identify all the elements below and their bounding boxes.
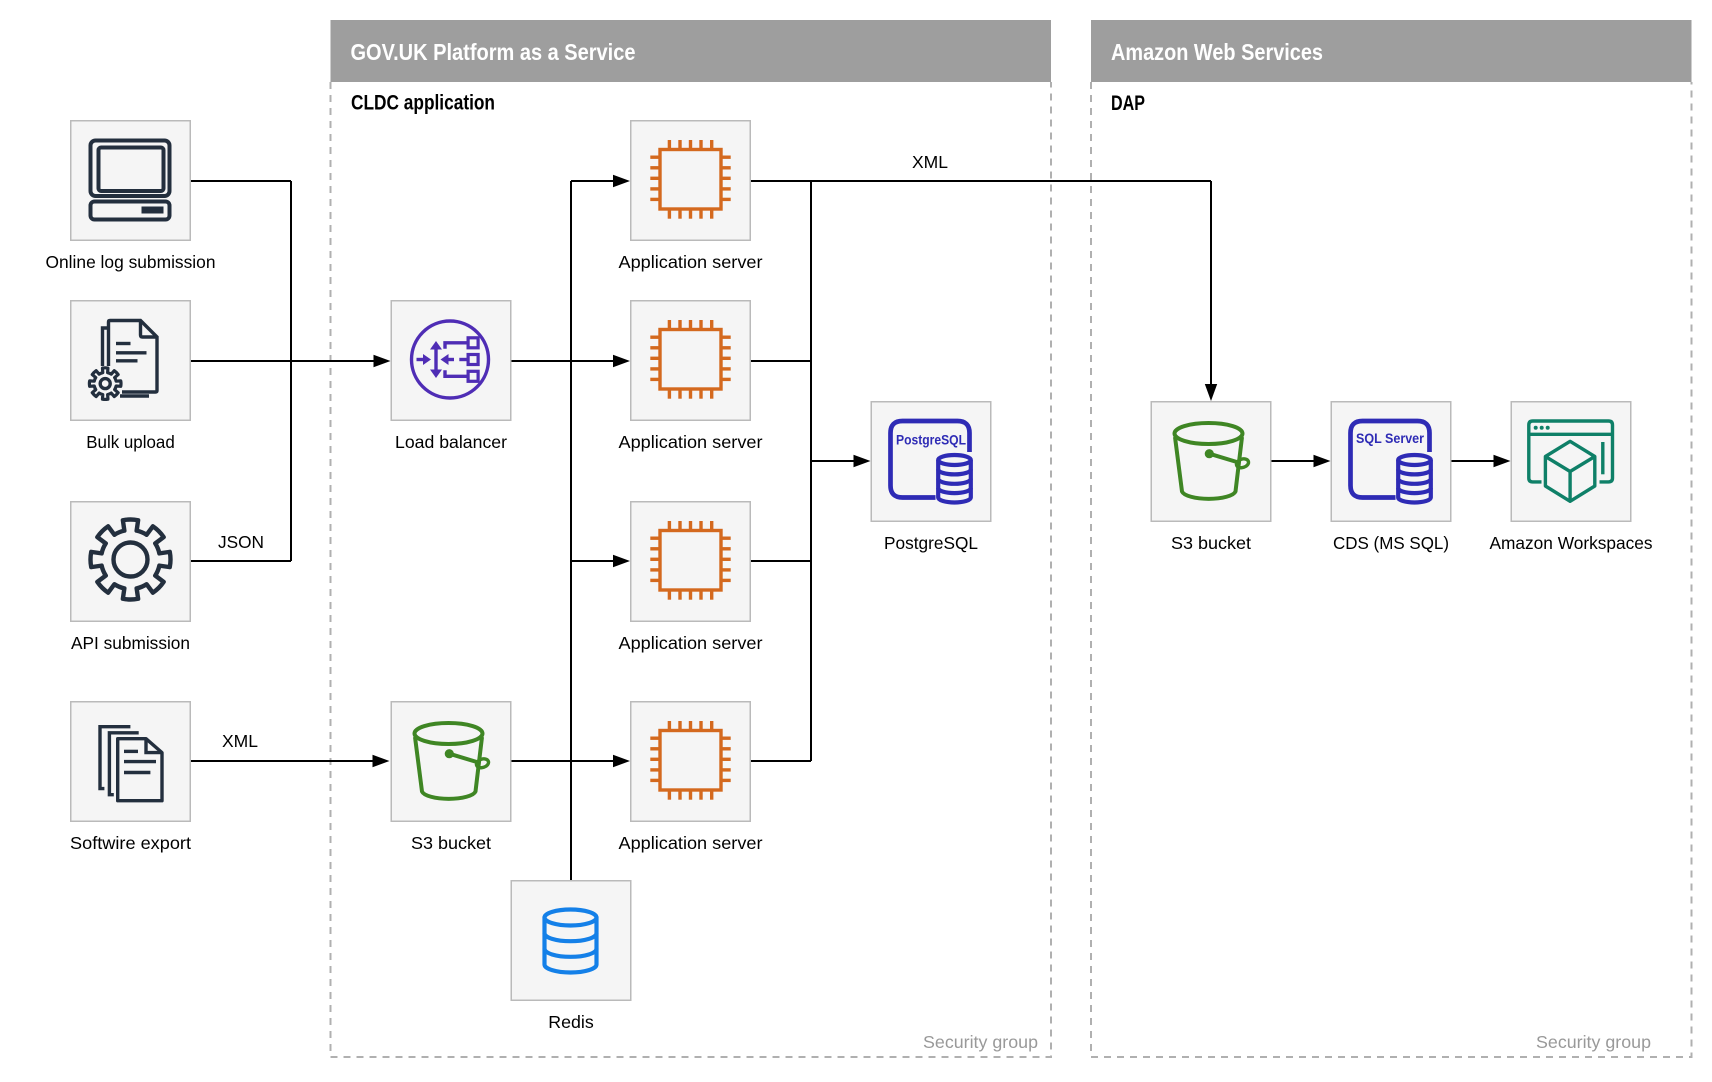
svg-text:Application server: Application server — [619, 252, 763, 272]
svg-text:Softwire export: Softwire export — [70, 833, 191, 853]
svg-text:GOV.UK Platform as a Service: GOV.UK Platform as a Service — [351, 39, 636, 65]
svg-text:SQL Server: SQL Server — [1356, 430, 1424, 446]
svg-text:Application server: Application server — [619, 432, 763, 452]
svg-text:Online log submission: Online log submission — [46, 252, 216, 272]
svg-text:Amazon Workspaces: Amazon Workspaces — [1490, 533, 1653, 553]
svg-text:Bulk upload: Bulk upload — [86, 432, 175, 452]
svg-text:API submission: API submission — [71, 633, 190, 653]
svg-text:Security group: Security group — [923, 1032, 1038, 1052]
svg-text:JSON: JSON — [218, 532, 264, 552]
svg-text:CLDC application: CLDC application — [351, 92, 495, 115]
svg-text:XML: XML — [222, 731, 258, 751]
svg-text:Application server: Application server — [619, 833, 763, 853]
svg-text:PostgreSQL: PostgreSQL — [896, 433, 966, 448]
svg-text:Amazon Web Services: Amazon Web Services — [1111, 39, 1323, 65]
svg-text:XML: XML — [912, 152, 948, 172]
svg-text:Redis: Redis — [548, 1012, 594, 1032]
svg-text:S3 bucket: S3 bucket — [1171, 533, 1251, 553]
svg-text:PostgreSQL: PostgreSQL — [884, 533, 978, 553]
svg-text:Load balancer: Load balancer — [395, 432, 507, 452]
svg-text:Application server: Application server — [619, 633, 763, 653]
svg-text:DAP: DAP — [1111, 92, 1145, 115]
svg-text:Security group: Security group — [1536, 1032, 1651, 1052]
svg-text:S3 bucket: S3 bucket — [411, 833, 491, 853]
svg-text:CDS (MS SQL): CDS (MS SQL) — [1333, 533, 1449, 553]
